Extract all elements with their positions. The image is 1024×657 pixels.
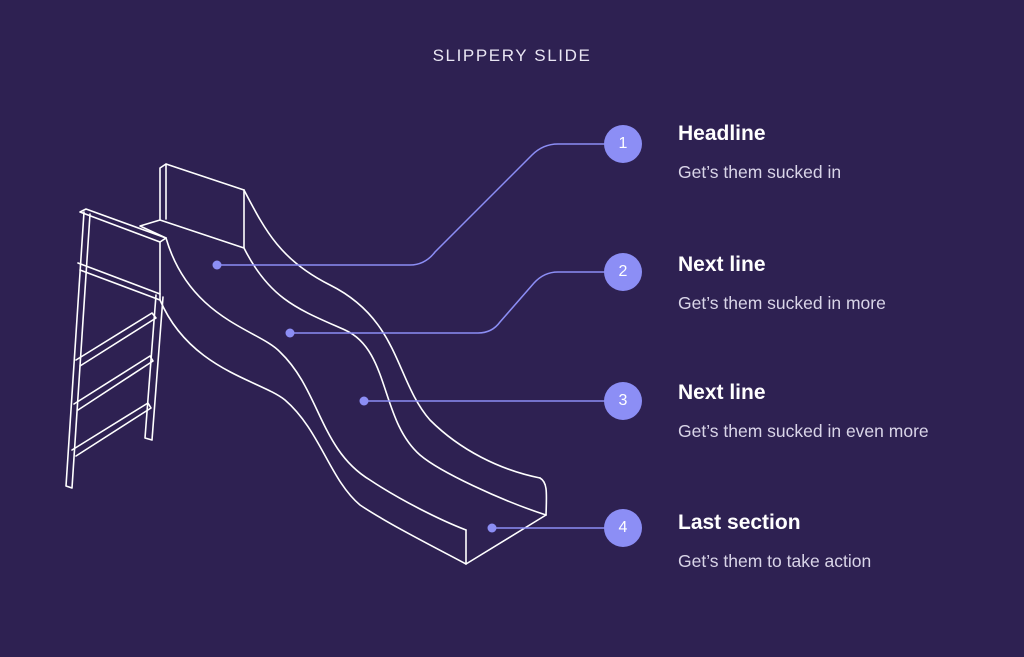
connector-2: [290, 271, 606, 334]
step-2-text: Get’s them sucked in more: [678, 293, 886, 313]
step-4: Last section Get’s them to take action: [678, 511, 1018, 572]
step-4-headline: Last section: [678, 511, 801, 534]
step-1-text: Get’s them sucked in: [678, 162, 842, 182]
callout-dot-3: [359, 396, 369, 406]
step-badge-2: 2: [604, 253, 642, 291]
step-3: Next line Get’s them sucked in even more: [678, 381, 1018, 442]
slide-backrest: [139, 163, 245, 249]
connector-1: [217, 143, 606, 266]
step-badge-3: 3: [604, 382, 642, 420]
step-2: Next line Get’s them sucked in more: [678, 253, 1018, 314]
step-3-text: Get’s them sucked in even more: [678, 421, 929, 441]
step-1: Headline Get’s them sucked in: [678, 122, 1018, 183]
callout-dot-1: [212, 260, 222, 270]
step-2-headline: Next line: [678, 253, 766, 276]
step-3-headline: Next line: [678, 381, 766, 404]
step-4-text: Get’s them to take action: [678, 551, 872, 571]
callout-dot-2: [285, 328, 295, 338]
callout-dot-4: [487, 523, 497, 533]
ladder: [65, 208, 167, 489]
diagram-title: SLIPPERY SLIDE: [432, 46, 592, 65]
step-1-headline: Headline: [678, 122, 766, 145]
slide-chute: [159, 189, 548, 565]
step-badge-1: 1: [604, 125, 642, 163]
step-badge-4: 4: [604, 509, 642, 547]
